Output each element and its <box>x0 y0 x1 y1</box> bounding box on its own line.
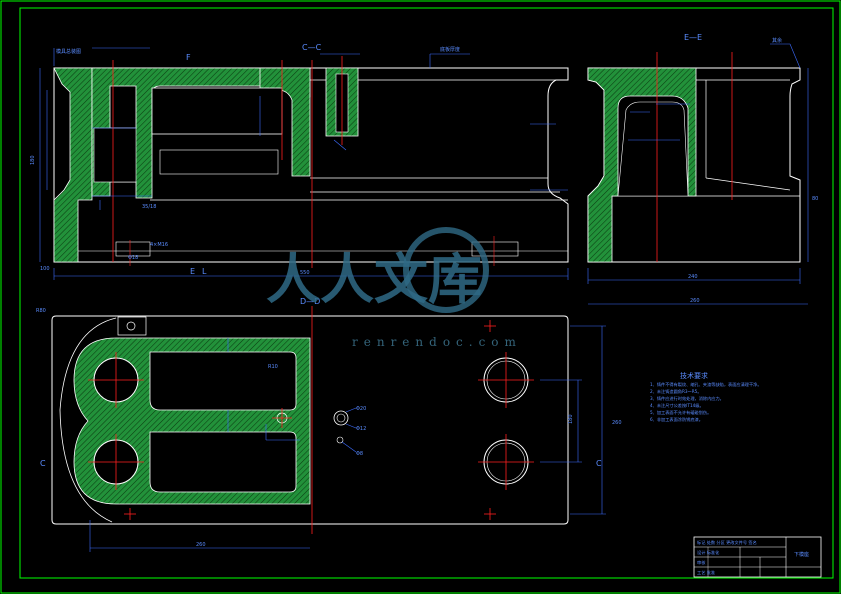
plan-dim-holes: 180 <box>568 414 574 424</box>
front-outline <box>53 67 569 263</box>
front-dim-note: 模具总装图 <box>56 48 81 55</box>
tech-req-title: 技术要求 <box>680 371 708 380</box>
marker-f: F <box>186 53 191 62</box>
plan-dim-boss2: Φ12 <box>356 426 366 432</box>
side-dim-top: 其余 <box>772 37 782 44</box>
watermark-logo-ring <box>403 227 489 313</box>
plan-dim-bottom: 260 <box>196 542 206 548</box>
plan-dim-corner: R80 <box>36 308 46 314</box>
marker-e: E <box>190 267 195 276</box>
plan-dim-side: 260 <box>612 420 622 426</box>
watermark: 人人文库 renrendoc.com <box>266 227 522 349</box>
title-block-part-name: 下模座 <box>794 551 809 558</box>
tech-req-item-6: 6、非加工表面涂防锈底漆。 <box>650 416 703 423</box>
title-block: 标记 处数 分区 更改文件号 签名 设计 标准化 审核 工艺 批准 下模座 <box>693 536 822 578</box>
plan-dim-boss: Φ20 <box>356 406 366 412</box>
plan-view: 260 180 260 R80 Φ20 Φ12 Φ8 R10 C C <box>36 306 622 552</box>
side-hatch <box>587 67 697 263</box>
title-block-row-3: 审核 <box>697 559 706 566</box>
watermark-text: 人人文库 <box>266 247 482 311</box>
front-dim-hole: Φ18 <box>128 255 138 261</box>
tech-req-item-4: 4、未注尺寸公差按IT14级。 <box>650 402 704 409</box>
side-dim-height: 80 <box>812 196 818 202</box>
inner-frame <box>19 7 834 579</box>
side-dim-total: 260 <box>690 298 700 304</box>
section-label-ee: E—E <box>684 33 702 42</box>
side-view: 其余 240 260 80 <box>587 37 818 305</box>
front-view: 模具总装图 550 180 底板厚度 100 4×M16 Φ18 35/18 <box>30 46 569 280</box>
front-dim-height: 180 <box>30 155 36 165</box>
technical-requirements: 技术要求 1、铸件不得有裂纹、缩孔、夹渣等缺陷，表面应清理干净。 2、未注铸造圆… <box>650 371 762 423</box>
tech-req-item-2: 2、未注铸造圆角R3～R5。 <box>650 388 702 395</box>
front-dim-side: 底板厚度 <box>440 46 460 53</box>
plan-dim-pin: Φ8 <box>356 451 363 457</box>
front-dim-pocket: 4×M16 <box>150 242 168 248</box>
tech-req-item-1: 1、铸件不得有裂纹、缩孔、夹渣等缺陷，表面应清理干净。 <box>650 381 762 388</box>
side-dim-width: 240 <box>688 274 698 280</box>
plan-outline <box>51 315 569 525</box>
marker-c-left: C <box>40 459 46 468</box>
front-dim-width: 550 <box>300 270 310 276</box>
title-block-row-4: 工艺 批准 <box>697 569 715 576</box>
title-block-row-2: 设计 标准化 <box>697 549 720 556</box>
marker-c-right: C <box>596 459 602 468</box>
watermark-url: renrendoc.com <box>352 335 522 349</box>
section-label-cc: C—C <box>302 43 322 52</box>
tech-req-item-5: 5、加工表面不允许有磕碰划伤。 <box>650 409 711 416</box>
plan-dim-web: R10 <box>268 364 278 370</box>
title-block-row-1: 标记 处数 分区 更改文件号 签名 <box>697 539 757 546</box>
section-label-dd: D—D <box>300 297 320 306</box>
marker-l: L <box>202 267 207 276</box>
front-dim-left: 100 <box>40 266 50 272</box>
front-dim-boss: 35/18 <box>142 204 156 210</box>
front-hatch-left <box>53 67 93 263</box>
tech-req-item-3: 3、铸件应进行时效处理，消除内应力。 <box>650 395 724 402</box>
